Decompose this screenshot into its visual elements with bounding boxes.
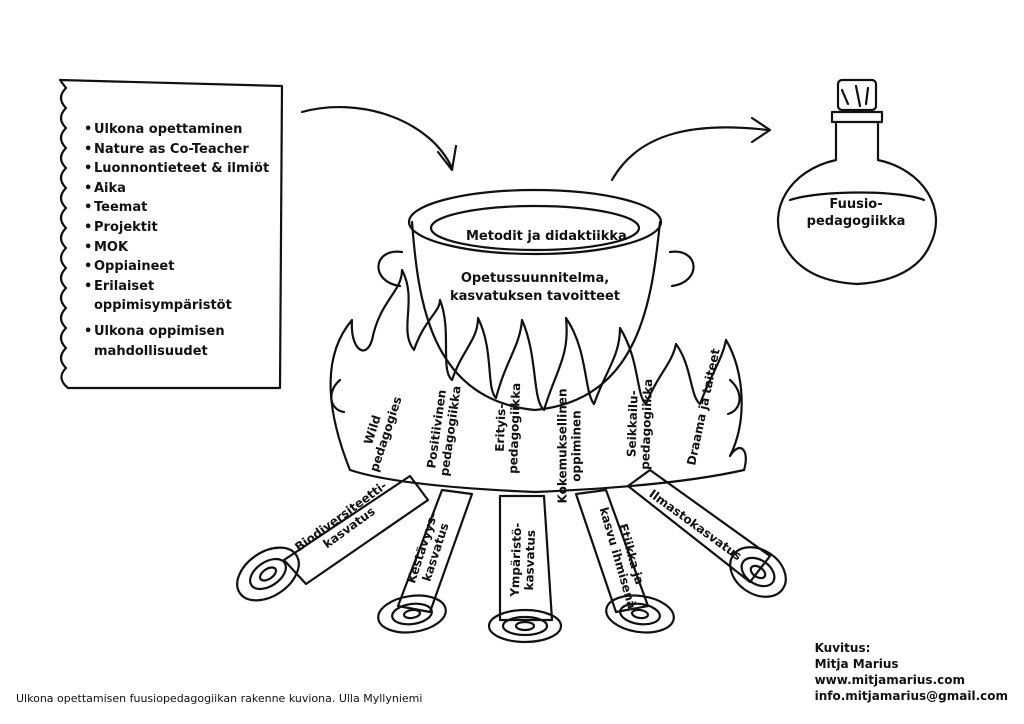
note-card-item-line: mahdollisuudet (94, 343, 208, 359)
note-card-item: MOK (84, 238, 284, 258)
potion-label-line1: Fuusio- (829, 197, 883, 212)
cauldron-rim-label: Metodit ja didaktiikka (466, 229, 627, 244)
credits-name: Mitja Marius (814, 657, 899, 671)
note-card-item-line: Luonnontieteet & ilmiöt (94, 161, 270, 177)
flames (329, 268, 747, 494)
potion-bottle (776, 78, 938, 286)
note-card-item: Oppiaineet (84, 257, 284, 277)
note-card-list: Ulkona opettaminenNature as Co-TeacherLu… (84, 120, 284, 361)
arrow-to-potion-head (750, 116, 772, 144)
cauldron (377, 188, 695, 412)
arrow-to-potion (610, 126, 770, 182)
log-1-end (236, 546, 300, 602)
note-card (58, 78, 284, 390)
note-card-item: Ulkona opettaminen (84, 120, 284, 140)
note-card-item: Nature as Co-Teacher (84, 140, 284, 160)
logs (236, 468, 787, 644)
note-card-item-line: oppimisympäristöt (94, 298, 232, 314)
arrow-to-cauldron-head (436, 144, 458, 172)
note-card-item-line: Oppiaineet (94, 259, 175, 275)
illustrator-credits: Kuvitus: Mitja Marius www.mitjamarius.co… (815, 640, 1008, 704)
credits-website: www.mitjamarius.com (814, 673, 965, 687)
potion-label-line2: pedagogiikka (806, 214, 906, 229)
flame-label-line: Kokemuksellinen (555, 388, 570, 504)
note-card-item-line: Nature as Co-Teacher (94, 141, 249, 157)
note-card-item-line: Teemat (94, 200, 148, 216)
log-1 (282, 474, 430, 586)
cauldron-body-label-line1: Opetussuunnitelma, (460, 271, 610, 286)
note-card-item-line: Ulkona opettaminen (94, 122, 243, 137)
flame-label-erityis: Erityis- pedagogiikka (492, 382, 523, 474)
note-card-item-line: Aika (94, 180, 126, 196)
potion-label: Fuusio- pedagogiikka (800, 196, 912, 230)
flame-label-line: oppiminen (569, 410, 584, 482)
flame-label-kokemuksellinen: Kokemuksellinen oppiminen (556, 388, 584, 503)
flame-label-seikkailu: Seikkailu- pedagogiikka (624, 378, 655, 470)
log-label-line: kasvatus (521, 529, 539, 591)
figure-caption: Ulkona opettamisen fuusiopedagogiikan ra… (16, 692, 423, 705)
note-card-item: Projektit (84, 218, 284, 238)
credits-email: info.mitjamarius@gmail.com (814, 689, 1008, 703)
log-5 (626, 468, 772, 584)
note-card-item-line: Erilaiset (94, 278, 155, 294)
note-card-item: Erilaiset oppimisympäristöt (84, 277, 284, 316)
note-card-item: Aika (84, 179, 284, 199)
note-card-item-line: MOK (94, 239, 129, 255)
note-card-item-line: Projektit (94, 219, 158, 235)
credits-heading: Kuvitus: (814, 641, 871, 655)
note-card-item: Teemat (84, 198, 284, 218)
cauldron-body-label-line2: kasvatuksen tavoitteet (450, 289, 620, 304)
note-card-item: Luonnontieteet & ilmiöt (84, 159, 284, 179)
log-2 (396, 488, 474, 614)
log-3 (498, 494, 554, 622)
note-card-item: Ulkona oppimisen mahdollisuudet (84, 322, 284, 361)
note-card-item-line: Ulkona oppimisen (94, 323, 225, 339)
arrow-to-cauldron (300, 105, 454, 170)
log-label-ymparisto: Ympäristö- kasvatus (508, 523, 539, 598)
cauldron-body-label: Opetussuunnitelma, kasvatuksen tavoittee… (440, 270, 630, 306)
